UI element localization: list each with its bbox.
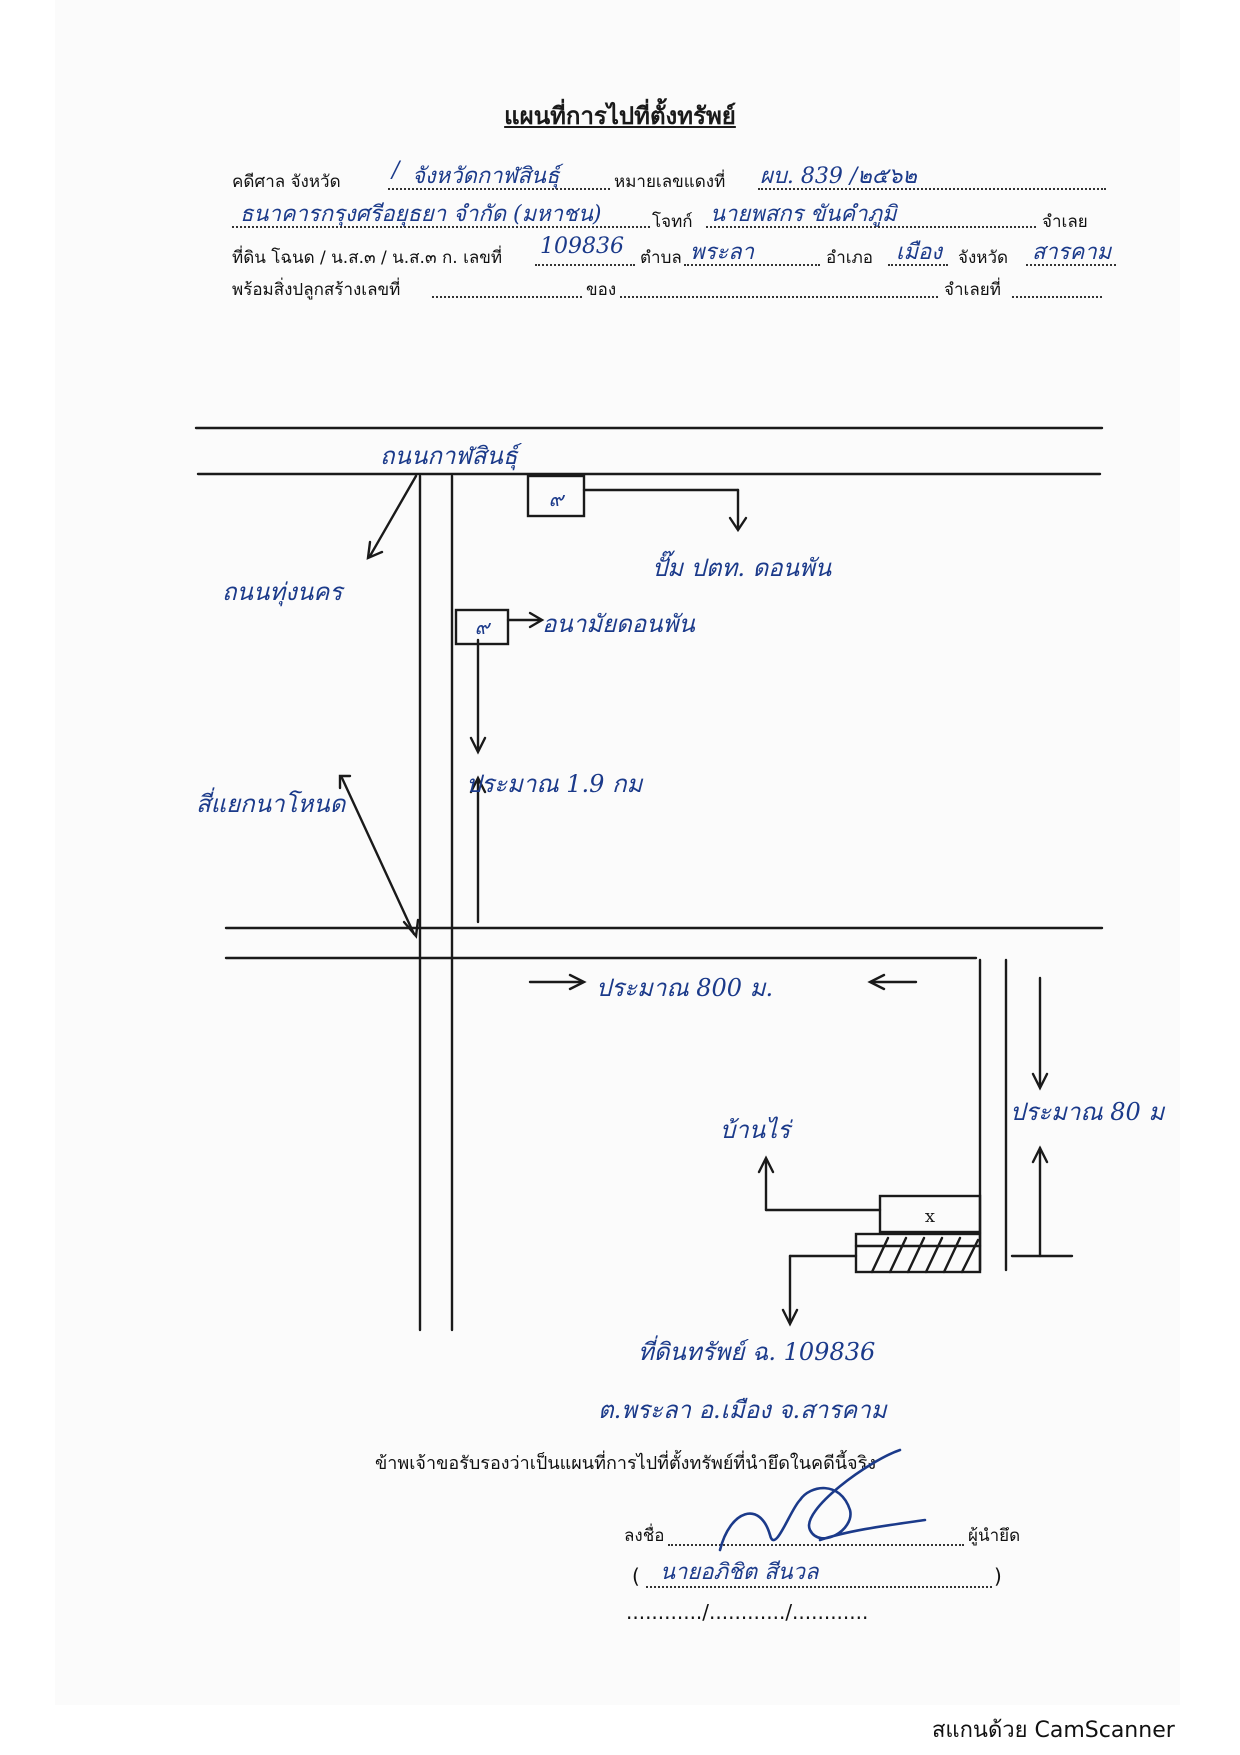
case-label: คดีศาล จังหวัด — [232, 172, 341, 192]
sign-label: ลงชื่อ — [624, 1526, 665, 1546]
property-parcel — [854, 1232, 982, 1274]
plaintiff-label: โจทก์ — [652, 212, 693, 232]
signature-mark — [718, 1448, 927, 1552]
defendant-no-label: จำเลยที่ — [944, 280, 1001, 300]
defendant-label: จำเลย — [1042, 212, 1088, 232]
district-value: เมือง — [896, 240, 942, 265]
label-property-line1: ที่ดินทรัพย์ ฉ. 109836 — [638, 1335, 875, 1366]
case-prefix: / — [392, 158, 400, 183]
subdistrict-value: พระลา — [690, 240, 754, 265]
red-no-label: หมายเลขแดงที่ — [614, 172, 726, 192]
label-distance-vertical: ประมาณ 1.9 กม — [466, 770, 644, 798]
land-label: ที่ดิน โฉนด / น.ส.๓ / น.ส.๓ ก. เลขที่ — [232, 248, 503, 268]
plaintiff-name: ธนาคารกรุงศรีอยุธยา จำกัด (มหาชน) — [240, 202, 602, 227]
label-house: บ้านไร่ — [720, 1116, 793, 1144]
signer-name: นายอภิชิต สีนวล — [660, 1560, 819, 1585]
school-box — [454, 608, 510, 646]
school-box-label: ๙ — [475, 615, 492, 639]
label-road-left: ถนนทุ่งนคร — [222, 578, 345, 607]
defendant-name: นายพสกร ขันคำภูมิ — [710, 202, 897, 227]
name-open-paren: ( — [632, 1564, 640, 1588]
house-box — [878, 1194, 982, 1234]
label-gas-station: ปั๊ม ปตท. ดอนพัน — [652, 550, 832, 582]
label-distance-horizontal: ประมาณ 800 ม. — [596, 974, 773, 1002]
case-province: จังหวัดกาฬสินธุ์ — [412, 164, 560, 189]
province-label: จังหวัด — [958, 248, 1009, 268]
document-title: แผนที่การไปที่ตั้งทรัพย์ — [504, 102, 736, 130]
of-label: ของ — [586, 280, 617, 300]
name-close-paren: ) — [994, 1564, 1002, 1588]
house-mark: x — [925, 1206, 935, 1227]
label-property-line2: ต.พระลา อ.เมือง จ.สารคาม — [598, 1396, 888, 1424]
label-junction: สี่แยกนาโหนด — [196, 787, 347, 818]
scanner-watermark: สแกนด้วย CamScanner — [932, 1718, 1175, 1743]
label-road-top: ถนนกาฬสินธุ์ — [380, 442, 522, 471]
role-label: ผู้นำยึด — [968, 1526, 1021, 1546]
red-no-value: ผบ. 839 /๒๕๖๒ — [760, 164, 917, 189]
certification-text: ข้าพเจ้าขอรับรองว่าเป็นแผนที่การไปที่ตั้… — [375, 1453, 877, 1474]
district-label: อำเภอ — [826, 248, 873, 268]
date-line: ............/............/............ — [626, 1600, 869, 1624]
building-label: พร้อมสิ่งปลูกสร้างเลขที่ — [232, 280, 401, 300]
land-no: 109836 — [540, 234, 624, 259]
scanned-paper — [55, 0, 1180, 1705]
gas-station-box-label: ๙ — [549, 487, 566, 511]
label-distance-right: ประมาณ 80 ม — [1010, 1098, 1165, 1126]
subdistrict-label: ตำบล — [640, 248, 682, 268]
province-value: สารคาม — [1032, 240, 1112, 265]
label-school: อนามัยดอนพัน — [542, 610, 695, 638]
gas-station-box — [526, 474, 586, 518]
